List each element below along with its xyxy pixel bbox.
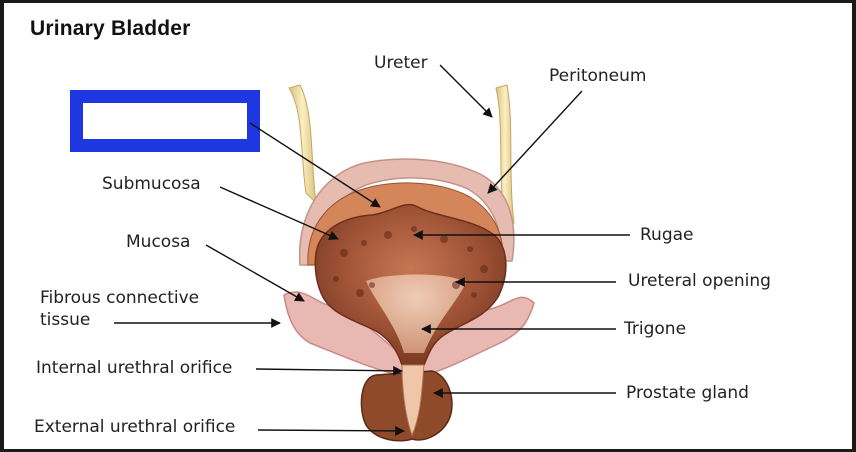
label-ureteral-opening: Ureteral opening bbox=[628, 271, 771, 291]
leader-ureter bbox=[439, 64, 493, 118]
bladder-illustration bbox=[283, 84, 535, 442]
leader-lines bbox=[114, 64, 630, 436]
label-internal-urethral-orifice: Internal urethral orifice bbox=[36, 358, 233, 378]
leader-mucosa bbox=[205, 244, 305, 302]
peritoneum-shape bbox=[298, 158, 515, 266]
leader-submucosa bbox=[219, 186, 339, 240]
label-trigone: Trigone bbox=[624, 319, 687, 339]
leader-external-urethral-orifice bbox=[257, 426, 405, 436]
label-external-urethral-orifice: External urethral orifice bbox=[34, 417, 236, 437]
fibrous-tissue-shape bbox=[283, 291, 535, 376]
label-fibrous-tissue: Fibrous connective tissue bbox=[40, 288, 200, 330]
label-peritoneum: Peritoneum bbox=[549, 66, 647, 86]
label-mucosa: Mucosa bbox=[126, 232, 191, 252]
label-ureter: Ureter bbox=[374, 53, 428, 73]
label-rugae: Rugae bbox=[640, 225, 694, 245]
diagram-frame: Urinary Bladder Ureter Peritoneum Submuc… bbox=[4, 3, 852, 449]
trigone-shape bbox=[366, 274, 466, 353]
urethra-shape bbox=[401, 364, 425, 437]
leader-hidden-label bbox=[249, 122, 381, 208]
hidden-label-box bbox=[70, 90, 260, 152]
label-submucosa: Submucosa bbox=[102, 174, 201, 194]
leader-peritoneum bbox=[487, 90, 583, 194]
label-prostate-gland: Prostate gland bbox=[626, 383, 749, 403]
leader-internal-urethral-orifice bbox=[255, 365, 403, 376]
page-title: Urinary Bladder bbox=[30, 17, 191, 40]
right-ureter bbox=[495, 84, 515, 224]
